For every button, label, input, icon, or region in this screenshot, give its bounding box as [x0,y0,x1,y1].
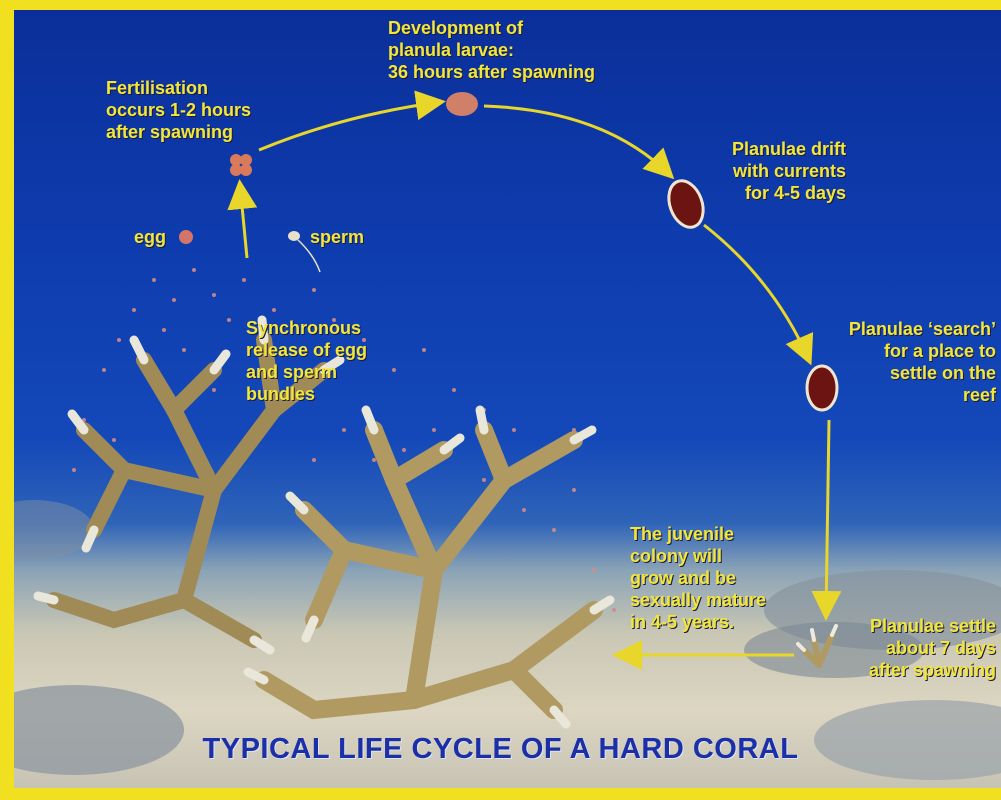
drift-label: Planulae drift with currents for 4-5 day… [680,138,846,204]
sperm-label: sperm [310,226,364,248]
fertilised-egg-icon [230,154,252,176]
egg-icon [179,230,193,244]
egg-label: egg [134,226,166,248]
settle-label: Planulae settle about 7 days after spawn… [820,615,996,681]
development-label: Development of planula larvae: 36 hours … [388,17,595,83]
coral-colonies [38,320,836,724]
release-label: Synchronous release of egg and sperm bun… [246,317,367,405]
fertilisation-label: Fertilisation occurs 1-2 hours after spa… [106,77,251,143]
planula-development-icon [446,92,478,116]
juvenile-label: The juvenile colony will grow and be sex… [630,523,766,633]
search-label: Planulae ‘search’ for a place to settle … [800,318,996,406]
diagram-title: TYPICAL LIFE CYCLE OF A HARD CORAL [0,733,1001,766]
